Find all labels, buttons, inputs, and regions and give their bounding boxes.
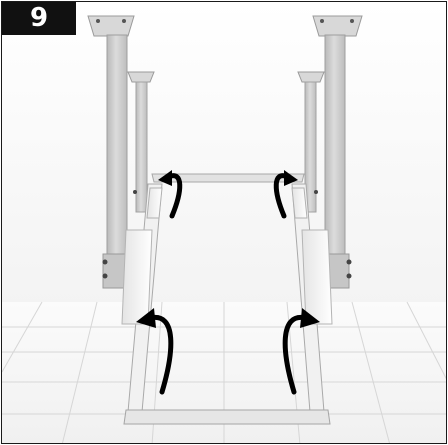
left-rear-post	[127, 71, 155, 213]
front-crossbar	[123, 409, 331, 425]
left-side-rail	[121, 183, 163, 413]
arrowhead-upper-right	[284, 170, 298, 186]
arrow-heads	[136, 170, 320, 328]
arrowhead-lower-right	[300, 308, 320, 328]
arrowhead-upper-left	[158, 170, 172, 186]
rear-crossbar	[151, 173, 305, 183]
step-number-badge: 9	[2, 2, 76, 35]
arrowhead-lower-left	[136, 308, 156, 328]
arrow-lower-left	[147, 314, 174, 395]
arrow-lower-right	[282, 314, 309, 395]
right-side-rail	[291, 183, 333, 413]
back-wall	[2, 2, 446, 332]
right-rear-post	[297, 71, 325, 213]
